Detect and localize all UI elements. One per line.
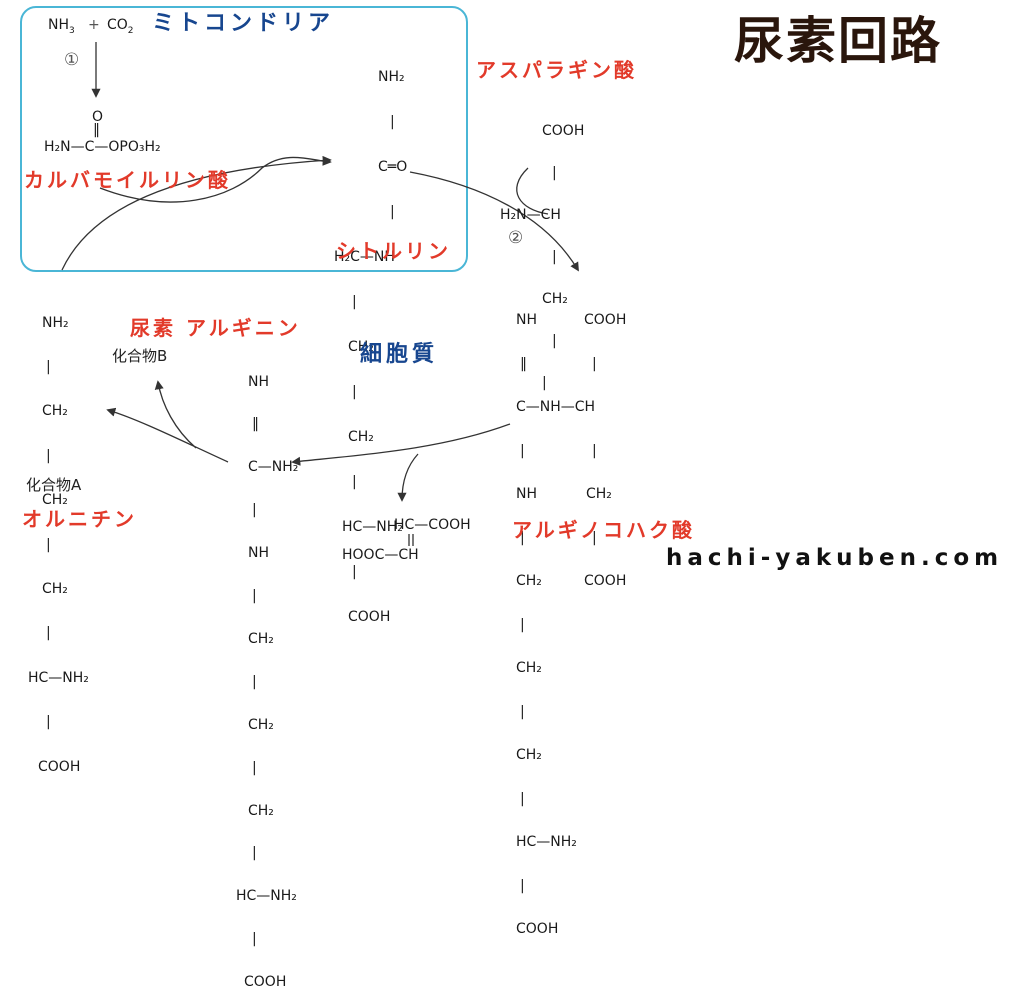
arrow-aspartate-join	[516, 167, 549, 215]
citrulline-label: シトルリン	[336, 239, 451, 263]
ornithine-structure: NH₂ | CH₂ | CH₂ | CH₂ | HC—NH₂ | COOH	[28, 314, 89, 775]
arrow-to-compound-b	[154, 380, 197, 449]
compound-a-label: 化合物A	[26, 476, 82, 494]
reactant-nh3: NH3	[48, 17, 75, 36]
carbamoyl-formula: H₂N—C—OPO₃H₂	[44, 139, 161, 155]
urea-arginine-label: 尿素 アルギニン	[130, 316, 301, 340]
arrow-to-fumarate	[397, 453, 419, 502]
carbamoyl-phosphate-label: カルバモイルリン酸	[24, 168, 231, 192]
website-label: hachi-yakuben.com	[666, 545, 1004, 571]
ornithine-label: オルニチン	[22, 507, 137, 531]
reactant-co2: CO2	[107, 17, 134, 36]
arrow-arginine-to-ornithine	[106, 407, 229, 463]
aspartate-structure: COOH | H₂N—CH | CH₂ | |	[500, 123, 585, 391]
cytoplasm-label: 細胞質	[360, 342, 439, 367]
argininosuccinate-label: アルギノコハク酸	[512, 518, 695, 542]
reaction-arrows	[61, 42, 579, 546]
plus-sign: +	[88, 17, 100, 33]
mitochondria-box	[20, 6, 468, 272]
page-title: 尿素回路	[734, 12, 942, 70]
fumarate-top: HC—COOH	[394, 517, 471, 533]
mitochondria-label: ミトコンドリア	[152, 11, 335, 36]
argininosuccinate-side-chain: COOH | | CH₂ | COOH	[584, 312, 627, 589]
arrow-ornithine-to-citrulline	[61, 155, 332, 271]
compound-b-label: 化合物B	[112, 347, 168, 365]
arrow-carbamoyl-to-citrulline	[99, 156, 332, 203]
carbamoyl-oxygen: O	[92, 109, 104, 125]
arrow-argsucc-to-arginine	[291, 423, 511, 466]
arginine-structure: NH ‖ C—NH₂ | NH | CH₂ | CH₂ | CH₂ | HC—N…	[236, 373, 299, 991]
aspartate-label: アスパラギン酸	[476, 58, 637, 82]
carbamoyl-double-bond: ‖	[93, 122, 100, 138]
step-2-marker: ②	[508, 228, 524, 248]
step-1-marker: ①	[64, 50, 80, 70]
fumarate-bottom: HOOC—CH	[342, 547, 419, 563]
arrow-citrulline-to-argsucc	[409, 171, 579, 272]
